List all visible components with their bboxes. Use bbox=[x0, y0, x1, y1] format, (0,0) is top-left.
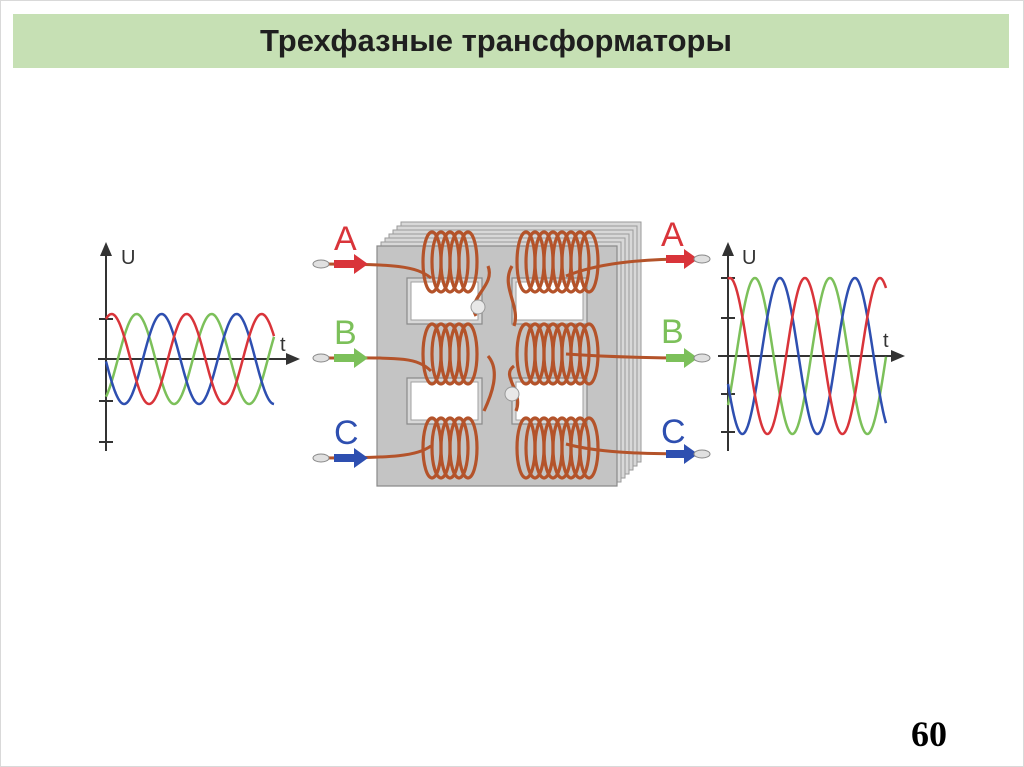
input-leads: A B C bbox=[312, 220, 433, 468]
output-label-c: C bbox=[661, 413, 686, 451]
input-t-label: t bbox=[280, 334, 286, 356]
input-wave-phase-a bbox=[104, 312, 276, 406]
coil-turn bbox=[457, 322, 479, 386]
output-wave-phase-a bbox=[727, 276, 888, 436]
output-wave-phase-b bbox=[726, 276, 888, 436]
output-leads: A B C bbox=[565, 216, 711, 464]
input-label-a: A bbox=[334, 220, 357, 258]
input-wave-phase-b bbox=[104, 312, 276, 406]
coil-turn bbox=[578, 230, 600, 294]
coil-turn bbox=[457, 230, 479, 294]
coil-turn bbox=[448, 230, 470, 294]
coil-turn bbox=[569, 230, 591, 294]
output-label-b: B bbox=[661, 313, 684, 351]
transformer-coils bbox=[421, 230, 600, 480]
output-u-label: U bbox=[742, 247, 756, 269]
three-phase-transformer-diagram: U t U t bbox=[98, 216, 905, 487]
input-wave-phase-c bbox=[104, 312, 275, 406]
input-label-b: B bbox=[334, 314, 357, 352]
title-bar: Трехфазные трансформаторы bbox=[13, 14, 1009, 68]
coil-turn bbox=[448, 416, 470, 480]
output-t-label: t bbox=[883, 330, 889, 352]
transformer-core bbox=[376, 221, 642, 487]
page-number: 60 bbox=[911, 714, 947, 754]
primary-coils bbox=[421, 230, 479, 480]
input-u-label: U bbox=[121, 247, 135, 269]
slide-title: Трехфазные трансформаторы bbox=[260, 23, 732, 58]
output-label-a: A bbox=[661, 216, 684, 254]
input-label-c: C bbox=[334, 414, 359, 452]
output-wave-graph: U t bbox=[718, 242, 905, 451]
input-wave-graph: U t bbox=[98, 242, 300, 451]
coil-turn bbox=[448, 322, 470, 386]
coil-turn bbox=[457, 416, 479, 480]
